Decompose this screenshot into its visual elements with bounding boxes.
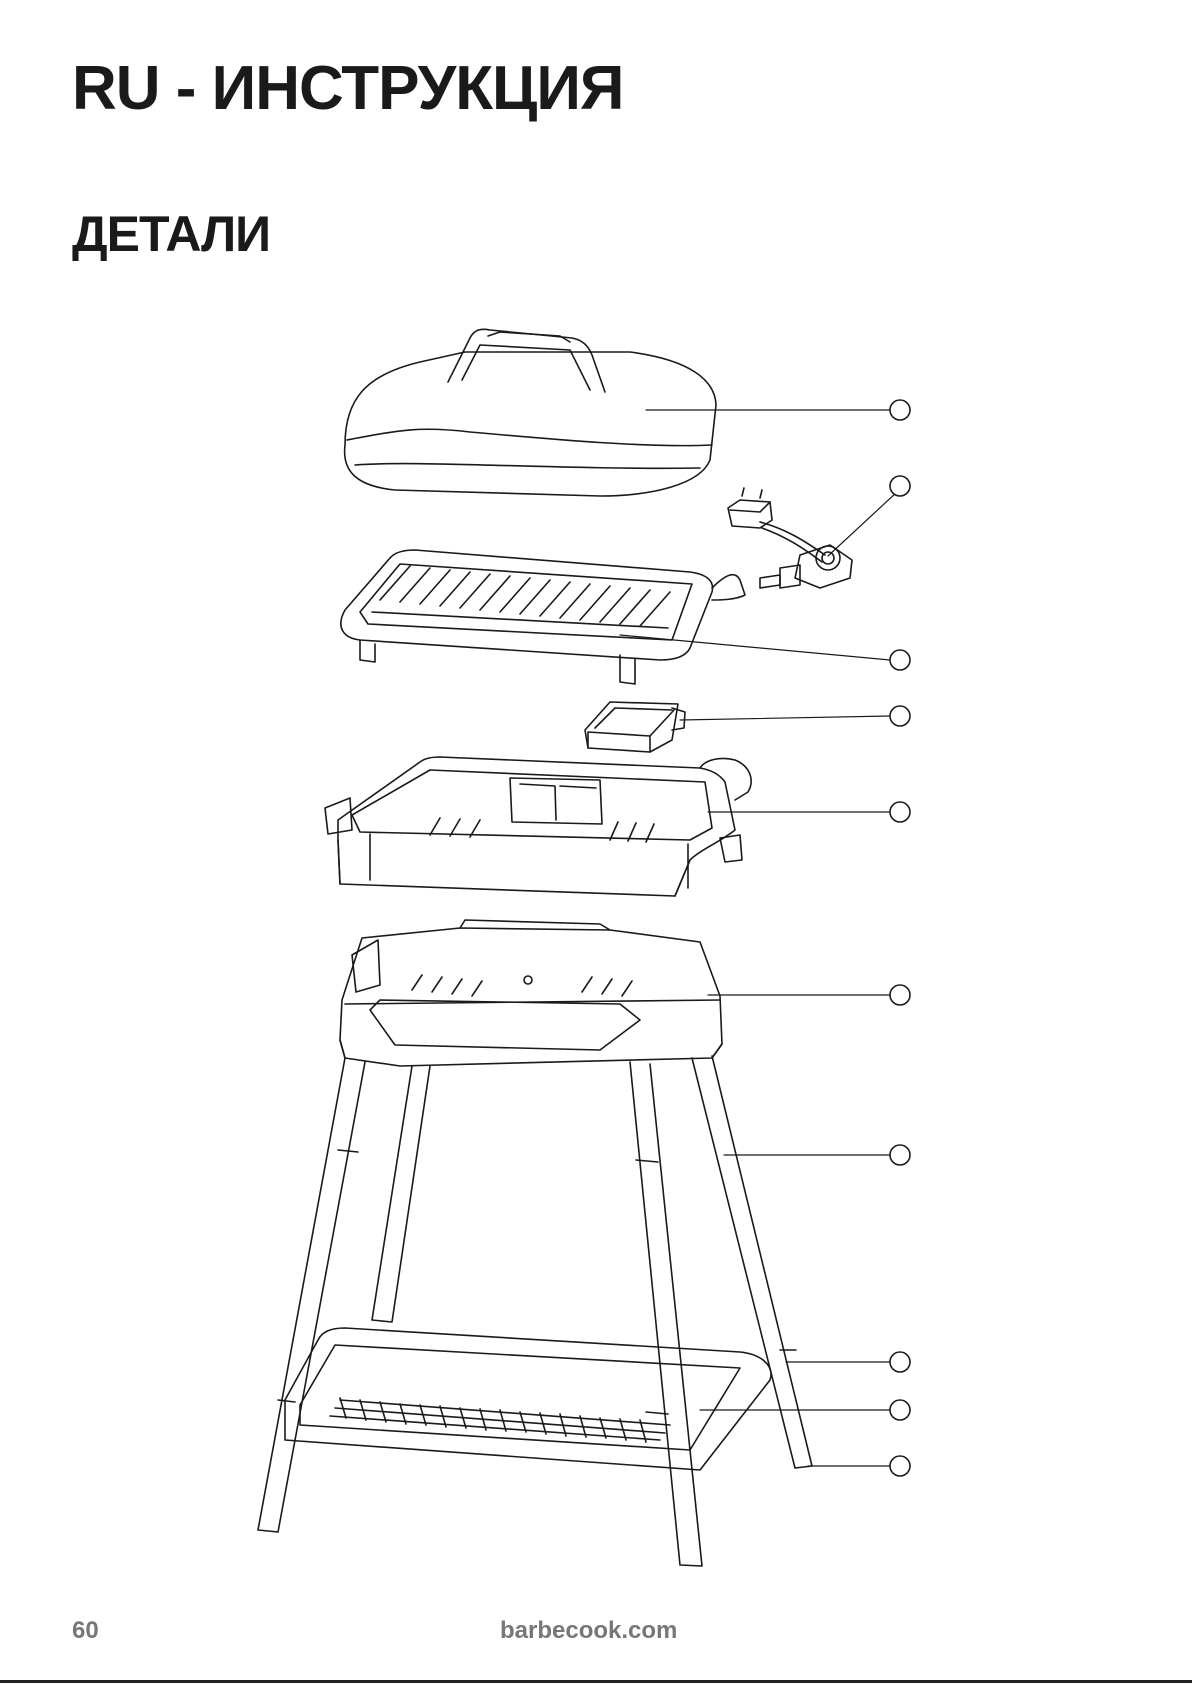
callout-circle-lid [890,400,910,420]
callout-circle-lower-legs [890,1456,910,1476]
thermostat-illustration [728,488,852,588]
callout-circle-bottom-shelf [890,1400,910,1420]
callout-markers [890,400,910,1476]
leader-lines [620,410,897,1466]
drip-tray-illustration [585,702,685,752]
website-link: barbecook.com [500,1617,677,1645]
base-illustration [325,757,751,896]
lid-illustration [345,329,716,496]
stand-top-illustration [340,920,722,1066]
page-number: 60 [72,1617,99,1645]
callout-circle-grill-plate [890,650,910,670]
bottom-shelf-illustration [285,1328,771,1470]
legs-illustration [258,1056,812,1566]
callout-circle-upper-legs [890,1145,910,1165]
callout-circle-stand-top [890,985,910,1005]
callout-circle-leg-connector [890,1352,910,1372]
callout-circle-drip-tray [890,706,910,726]
bottom-rule [0,1680,1192,1683]
callout-circle-thermostat-cord [890,476,910,496]
callout-circle-base [890,802,910,822]
grill-plate-illustration [341,550,745,684]
